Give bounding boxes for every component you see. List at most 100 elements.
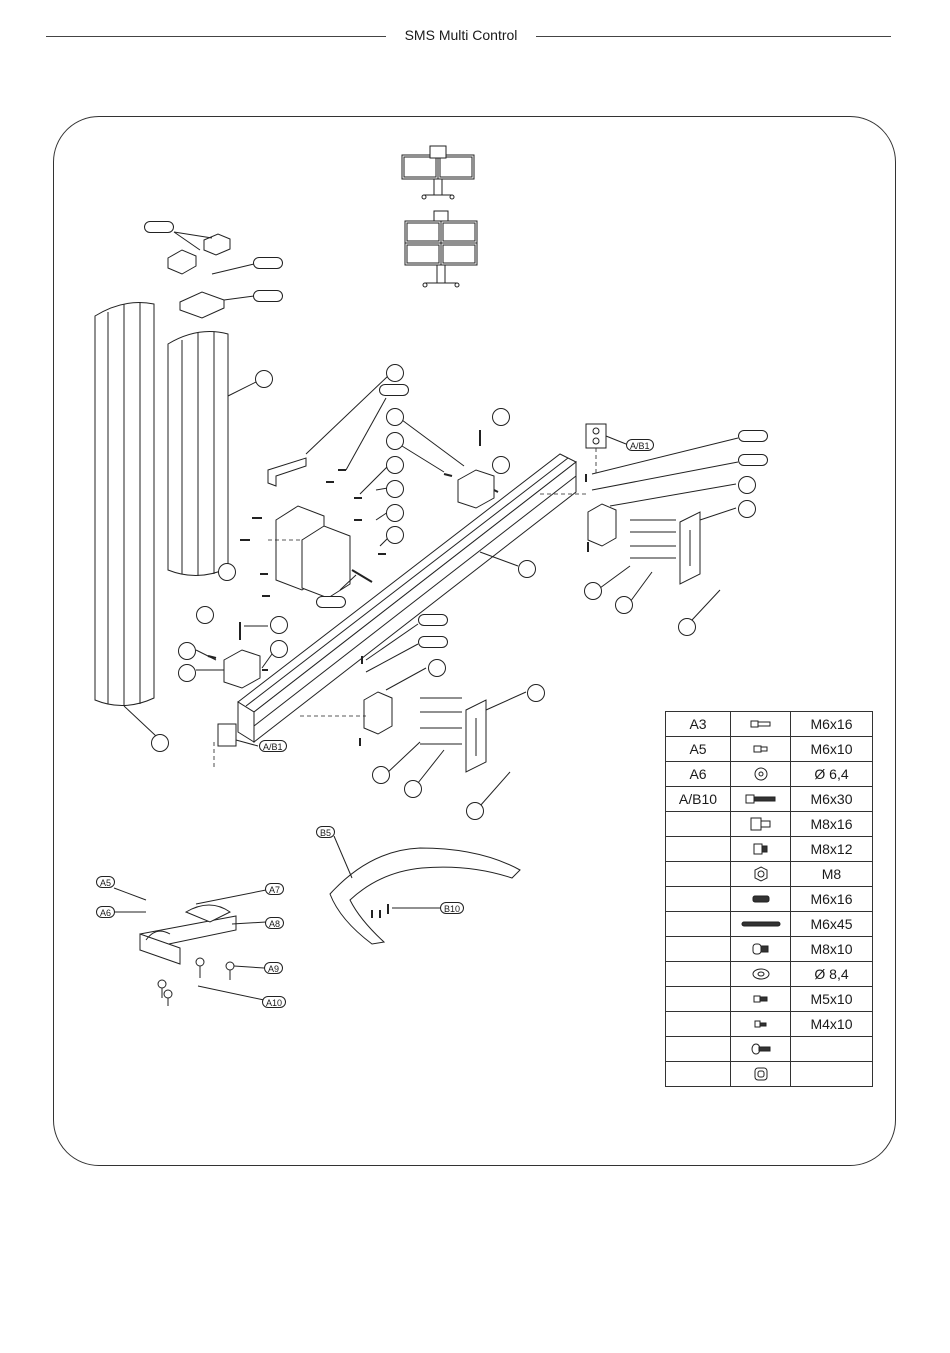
callout-circle (151, 734, 169, 752)
callout-empty (418, 636, 448, 648)
hardware-code (666, 937, 731, 962)
callout-a10: A10 (262, 996, 286, 1008)
callout-empty (418, 614, 448, 626)
hardware-row: M5x10 (666, 987, 873, 1012)
button-screw-icon (731, 937, 791, 962)
hardware-code (666, 912, 731, 937)
hardware-size: M6x10 (791, 737, 873, 762)
hardware-code (666, 1062, 731, 1087)
callout-circle (404, 780, 422, 798)
callout-a8: A8 (265, 917, 284, 929)
callout-circle (386, 480, 404, 498)
small-screw-icon (731, 987, 791, 1012)
hardware-row: M6x45 (666, 912, 873, 937)
hardware-code (666, 1012, 731, 1037)
hardware-row: M8 (666, 862, 873, 887)
hardware-code: A/B10 (666, 787, 731, 812)
washer-icon (731, 762, 791, 787)
callout-a9: A9 (264, 962, 283, 974)
hardware-row (666, 1037, 873, 1062)
hardware-code (666, 962, 731, 987)
hardware-code: A3 (666, 712, 731, 737)
hex-nut-icon (731, 862, 791, 887)
hardware-row: A5 M6x10 (666, 737, 873, 762)
hardware-code (666, 887, 731, 912)
hardware-size: M6x30 (791, 787, 873, 812)
hardware-size: M5x10 (791, 987, 873, 1012)
callout-empty (738, 430, 768, 442)
callout-circle (255, 370, 273, 388)
column-cap-parts (168, 232, 254, 318)
callout-circle (518, 560, 536, 578)
hardware-size: M8x12 (791, 837, 873, 862)
callout-circle (678, 618, 696, 636)
hardware-size (791, 1037, 873, 1062)
callout-circle (270, 640, 288, 658)
hardware-code (666, 862, 731, 887)
hardware-size: Ø 6,4 (791, 762, 873, 787)
long-screw-icon (731, 787, 791, 812)
callout-circle (386, 526, 404, 544)
callout-a6: A6 (96, 906, 115, 918)
set-screw-icon (731, 887, 791, 912)
hardware-code (666, 987, 731, 1012)
callout-circle (615, 596, 633, 614)
hardware-size: M6x45 (791, 912, 873, 937)
socket-screw-icon (731, 837, 791, 862)
hardware-size: M6x16 (791, 887, 873, 912)
hardware-size: M8 (791, 862, 873, 887)
hardware-row (666, 1062, 873, 1087)
callout-circle (386, 364, 404, 382)
boomerang-foot (330, 836, 520, 944)
hardware-row: A/B10 M6x30 (666, 787, 873, 812)
hardware-code (666, 837, 731, 862)
crossbar (238, 454, 576, 742)
callout-circle (386, 456, 404, 474)
callout-a7: A7 (265, 883, 284, 895)
base-plate-assembly (114, 888, 266, 1006)
upper-mounting-bracket (586, 424, 738, 620)
hardware-row: A6 Ø 6,4 (666, 762, 873, 787)
spacer-icon (731, 1062, 791, 1087)
hardware-row: A3 M6x16 (666, 712, 873, 737)
short-screw-icon (731, 737, 791, 762)
callout-circle (178, 642, 196, 660)
callout-ab1-bottom: A/B1 (259, 740, 287, 752)
hardware-row: M8x12 (666, 837, 873, 862)
callout-circle (492, 408, 510, 426)
hardware-code (666, 812, 731, 837)
callout-circle (386, 408, 404, 426)
hardware-size: M4x10 (791, 1012, 873, 1037)
callout-empty (738, 454, 768, 466)
callout-circle (196, 606, 214, 624)
callout-circle (584, 582, 602, 600)
callout-circle (738, 500, 756, 518)
callout-empty (253, 257, 283, 269)
tall-column (95, 302, 156, 736)
callout-circle (372, 766, 390, 784)
callout-circle (178, 664, 196, 682)
socket-bolt-icon (731, 812, 791, 837)
hardware-code: A6 (666, 762, 731, 787)
hardware-code: A5 (666, 737, 731, 762)
hardware-code (666, 1037, 731, 1062)
hardware-row: M8x16 (666, 812, 873, 837)
callout-a5: A5 (96, 876, 115, 888)
hardware-size: M8x16 (791, 812, 873, 837)
configuration-1x2-icon (402, 146, 474, 199)
pan-screw-icon (731, 1037, 791, 1062)
threaded-rod-icon (731, 912, 791, 937)
hardware-size (791, 1062, 873, 1087)
hardware-row: M4x10 (666, 1012, 873, 1037)
large-washer-icon (731, 962, 791, 987)
callout-empty (379, 384, 409, 396)
callout-empty (144, 221, 174, 233)
callout-b10: B10 (440, 902, 464, 914)
callout-circle (527, 684, 545, 702)
hardware-size: M6x16 (791, 712, 873, 737)
hardware-row: M6x16 (666, 887, 873, 912)
callout-empty (253, 290, 283, 302)
callout-circle (492, 456, 510, 474)
callout-circle (270, 616, 288, 634)
